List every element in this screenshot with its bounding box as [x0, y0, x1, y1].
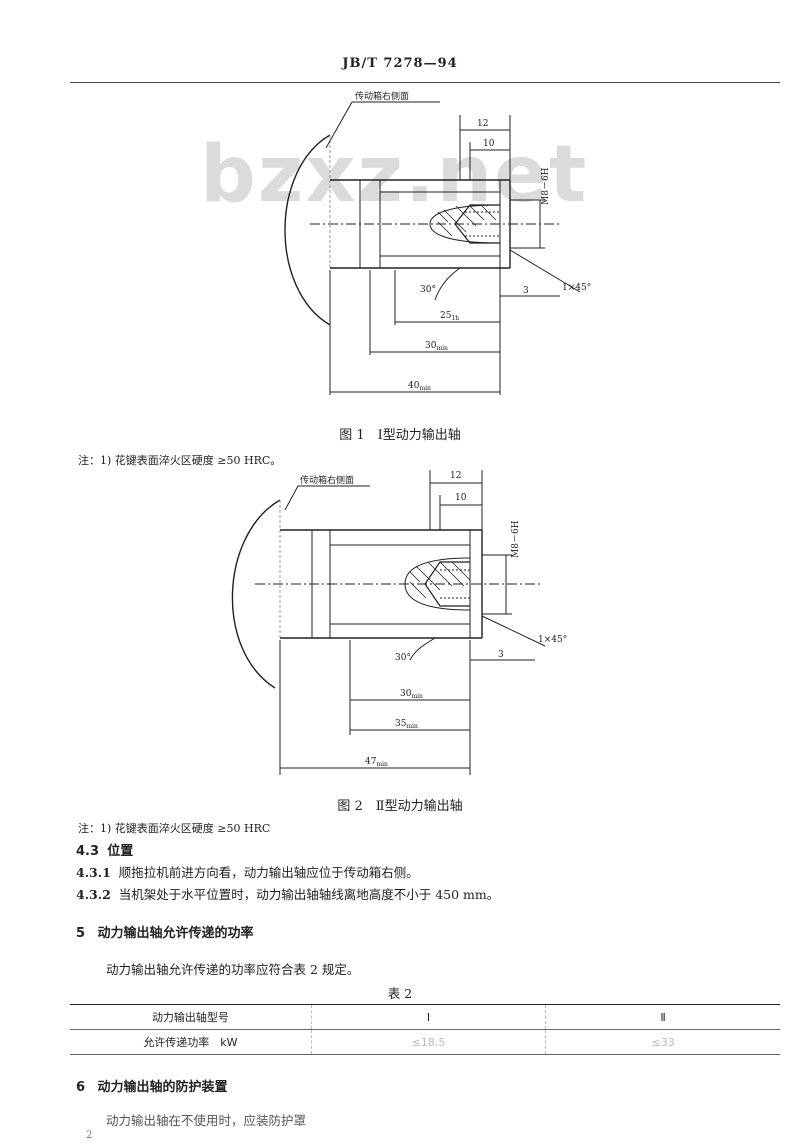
- fig2-dim-10: 10: [455, 493, 467, 503]
- table-cell: 允许传递功率 kW: [70, 1029, 312, 1055]
- table-cell: 动力输出轴型号: [70, 1004, 312, 1030]
- fig1-thread: M8－6H: [541, 167, 551, 205]
- fig2-thread: M8－6H: [511, 520, 521, 558]
- fig2-dim-3: 3: [498, 650, 504, 660]
- section-6-heading: 6 动力输出轴的防护装置: [76, 1080, 228, 1095]
- section-5-heading: 5 动力输出轴允许传递的功率: [76, 926, 254, 941]
- figure-1-caption: 图 1 Ⅰ型动力输出轴: [339, 428, 461, 443]
- section-5-para: 动力输出轴允许传递的功率应符合表 2 规定。: [106, 962, 360, 977]
- figure-1-note: 注：1) 花键表面淬火区硬度 ≥50 HRC。: [78, 454, 282, 467]
- page-header: JB/T 7278—94: [342, 56, 458, 71]
- page-number: 2: [86, 1130, 93, 1141]
- figure-2-note: 注：1) 花键表面淬火区硬度 ≥50 HRC: [78, 822, 271, 835]
- fig1-face-label: 传动箱右侧面: [355, 90, 409, 102]
- table-2-caption: 表 2: [387, 986, 413, 1001]
- figure-1-drawing: 传动箱右侧面 12 10 M8－6H 30° 3 1×45° 251h 30mi…: [284, 90, 591, 395]
- fig2-dim-35: 35min: [395, 719, 418, 730]
- figure-2-drawing: 传动箱右侧面 12 10 M8－6H 30° 3 1×45° 30min 35m…: [231, 470, 567, 775]
- section-6-para: 动力输出轴在不使用时，应装防护罩: [106, 1113, 307, 1128]
- fig1-dim-40: 40min: [408, 381, 431, 392]
- fig2-face-label: 传动箱右侧面: [300, 474, 354, 486]
- fig2-dim-30: 30min: [400, 689, 423, 700]
- table-cell: ≤33: [545, 1029, 780, 1055]
- fig2-chamfer: 1×45°: [538, 635, 567, 645]
- watermark: bzxz.net: [200, 130, 589, 220]
- figure-2-caption: 图 2 Ⅱ型动力输出轴: [337, 799, 463, 814]
- fig1-dim-10: 10: [483, 139, 495, 149]
- section-4-3-2: 4.3.2 当机架处于水平位置时，动力输出轴轴线离地高度不小于 450 mm。: [76, 887, 500, 902]
- fig2-angle: 30°: [395, 653, 411, 663]
- fig1-dim-30: 30min: [425, 341, 448, 352]
- fig1-chamfer: 1×45°: [562, 283, 591, 293]
- table-cell: ≤18.5: [310, 1029, 546, 1055]
- table-row: 允许传递功率 kW ≤18.5 ≤33: [70, 1029, 780, 1055]
- table-cell: Ⅱ: [545, 1004, 780, 1030]
- fig2-dim-12: 12: [450, 471, 461, 481]
- header-rule: [70, 82, 780, 83]
- section-4-3-heading: 4.3 位置: [76, 844, 134, 859]
- fig1-dim-3: 3: [523, 286, 529, 296]
- fig2-dim-47: 47min: [365, 757, 388, 768]
- fig1-dim-12: 12: [477, 119, 488, 129]
- fig1-angle: 30°: [420, 285, 436, 295]
- section-4-3-1: 4.3.1 顺拖拉机前进方向看，动力输出轴应位于传动箱右侧。: [76, 865, 419, 880]
- table-cell: Ⅰ: [310, 1004, 546, 1030]
- fig1-dim-25: 251h: [440, 311, 459, 322]
- table-row: 动力输出轴型号 Ⅰ Ⅱ: [70, 1004, 780, 1030]
- table-2: 动力输出轴型号 Ⅰ Ⅱ 允许传递功率 kW ≤18.5 ≤33: [70, 1004, 780, 1055]
